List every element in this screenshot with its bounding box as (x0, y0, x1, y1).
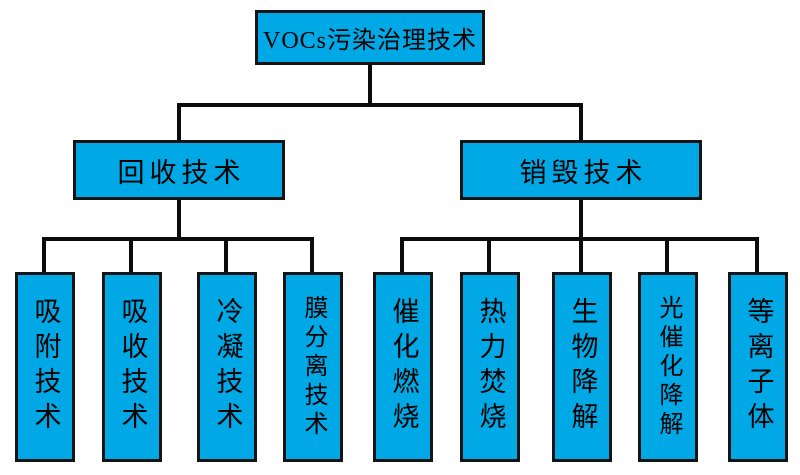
connector-leaf-drop (42, 237, 46, 275)
connector-level1-horizontal (177, 103, 583, 107)
node-absorption: 吸收技术 (102, 272, 162, 462)
node-catalytic-combustion-label: 催化燃烧 (388, 297, 419, 437)
connector-root-stem (368, 63, 372, 107)
connector-leaf-drop (400, 237, 404, 275)
connector-leaf-drop (665, 237, 669, 275)
node-absorption-label: 吸收技术 (117, 297, 148, 437)
node-membrane-separation-label: 膜分离技术 (300, 294, 326, 440)
node-photocatalytic-degradation-label: 光催化降解 (655, 294, 681, 440)
node-plasma: 等离子体 (728, 272, 788, 462)
connector-level1-drop-left (177, 103, 181, 144)
node-destruction-technology: 销毁技术 (460, 140, 702, 200)
connector-leaf-drop (579, 237, 583, 275)
connector-leaf-drop (129, 237, 133, 275)
connector-level1-drop-right (579, 103, 583, 144)
connector-leaf-drop (755, 237, 759, 275)
node-adsorption: 吸附技术 (15, 272, 75, 462)
node-root: VOCs污染治理技术 (255, 10, 485, 65)
node-thermal-incineration: 热力焚烧 (460, 272, 520, 462)
connector-left-horizontal (42, 237, 314, 241)
connector-recovery-stem (177, 198, 181, 241)
node-destruction-label: 销毁技术 (519, 157, 648, 188)
connector-leaf-drop (224, 237, 228, 275)
node-condensation-label: 冷凝技术 (212, 297, 243, 437)
node-recovery-technology: 回收技术 (73, 140, 285, 200)
connector-destroy-stem (579, 198, 583, 241)
node-thermal-incineration-label: 热力焚烧 (475, 297, 506, 437)
node-biodegradation: 生物降解 (552, 272, 612, 462)
node-catalytic-combustion: 催化燃烧 (373, 272, 433, 462)
node-root-label: VOCs污染治理技术 (262, 28, 477, 54)
node-biodegradation-label: 生物降解 (567, 297, 598, 437)
node-photocatalytic-degradation: 光催化降解 (638, 272, 698, 462)
connector-leaf-drop (310, 237, 314, 275)
node-adsorption-label: 吸附技术 (30, 297, 61, 437)
node-condensation: 冷凝技术 (197, 272, 257, 462)
node-plasma-label: 等离子体 (743, 297, 774, 437)
node-membrane-separation: 膜分离技术 (283, 272, 343, 462)
connector-leaf-drop (487, 237, 491, 275)
node-recovery-label: 回收技术 (117, 157, 246, 188)
